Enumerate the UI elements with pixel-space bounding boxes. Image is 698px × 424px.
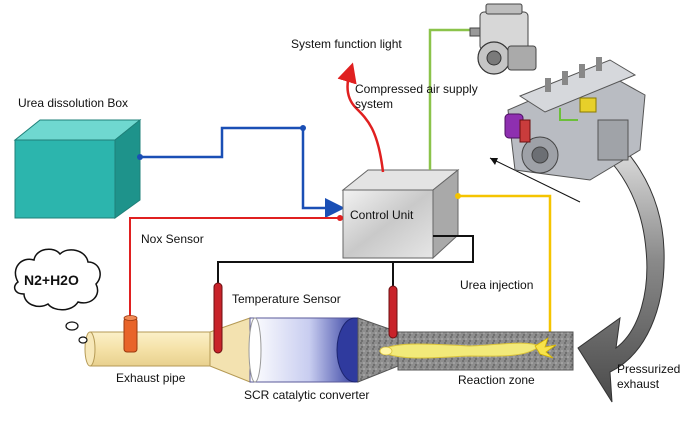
temperature-sensor-label: Temperature Sensor: [232, 292, 341, 306]
function-light-wire: [337, 62, 385, 173]
temperature-sensor-wiring: [217, 235, 474, 288]
urea-supply-line: [137, 125, 345, 218]
control-unit-label: Control Unit: [350, 208, 414, 222]
exhaust-pipe: [84, 331, 211, 367]
engine-pointer-head: [490, 158, 498, 165]
temperature-sensor-probe-1: [213, 282, 223, 354]
nox-sensor-probe: [123, 315, 138, 353]
reaction-zone-label: Reaction zone: [458, 373, 535, 387]
nox-sensor-line: [129, 215, 343, 320]
pressurized-exhaust-label-line1: Pressurized: [617, 362, 681, 376]
compressed-air-label-line1: Compressed air supply: [355, 82, 478, 96]
urea-injection-line: [455, 193, 553, 340]
nox-sensor-label: Nox Sensor: [141, 232, 204, 246]
pressurized-exhaust-label-line2: exhaust: [617, 377, 660, 391]
emission-label: N2+H2O: [24, 272, 79, 288]
compressed-air-label-line2: system: [355, 97, 394, 111]
temperature-sensor-probe-2: [388, 285, 398, 339]
engine-image: [504, 57, 646, 181]
system-function-light-label: System function light: [291, 37, 402, 51]
emission-cloud: [13, 248, 101, 344]
urea-spray-plume: [379, 337, 557, 359]
pressurized-exhaust-arrow: [577, 117, 665, 403]
air-compressor-image: [469, 3, 537, 75]
urea-box-label: Urea dissolution Box: [18, 96, 129, 110]
urea-injection-label: Urea injection: [460, 278, 534, 292]
urea-dissolution-box: [13, 118, 142, 219]
scr-catalytic-converter: [248, 317, 374, 383]
engine-pointer: [489, 157, 581, 203]
exhaust-pipe-label: Exhaust pipe: [116, 371, 186, 385]
compressed-air-line: [428, 28, 470, 170]
scr-converter-label: SCR catalytic converter: [244, 388, 370, 402]
